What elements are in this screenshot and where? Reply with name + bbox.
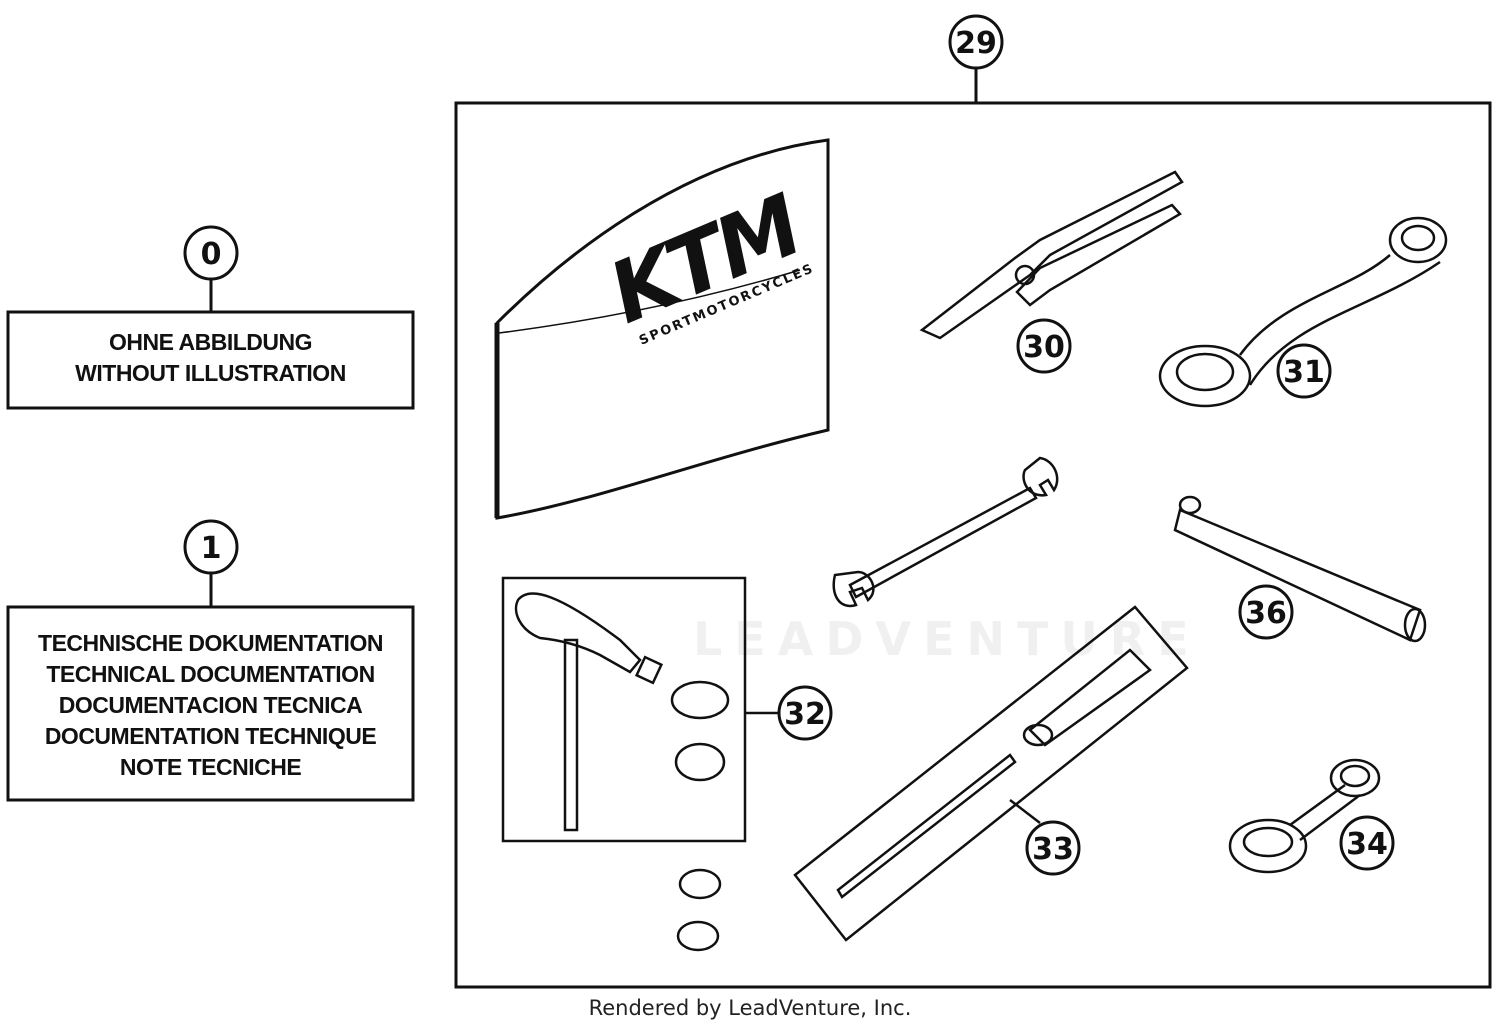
box-1-line: DOCUMENTACION TECNICA xyxy=(58,692,363,718)
callout-circle-31 xyxy=(1276,343,1332,399)
ring-spanner-icon xyxy=(1158,216,1448,408)
small-ring-wrench-icon xyxy=(1228,758,1381,874)
open-end-wrench-icon xyxy=(832,456,1059,608)
box-1-line: TECHNISCHE DOKUMENTATION xyxy=(38,630,383,656)
callout-circle-34 xyxy=(1339,815,1395,871)
callout-label-0: 0 xyxy=(201,237,222,272)
t-handle-kit xyxy=(501,576,747,952)
toolkit-frame xyxy=(454,101,1492,989)
callout-circle-0 xyxy=(183,225,239,281)
callout-label-31: 31 xyxy=(1283,355,1325,390)
callout-label-34: 34 xyxy=(1346,827,1388,862)
screwdriver-kit xyxy=(793,605,1189,942)
callout-label-33: 33 xyxy=(1032,832,1074,867)
callout-label-29: 29 xyxy=(955,26,997,61)
socket-tube-icon xyxy=(1173,495,1427,643)
box-0-line: OHNE ABBILDUNG xyxy=(109,329,312,355)
callout-circle-30 xyxy=(1016,318,1072,374)
callout-label-30: 30 xyxy=(1023,330,1065,365)
watermark: LEADVENTURE xyxy=(693,612,1201,666)
callout-label-32: 32 xyxy=(784,697,826,732)
box-1-line: TECHNICAL DOCUMENTATION xyxy=(46,661,375,687)
footer-credit: Rendered by LeadVenture, Inc. xyxy=(588,996,912,1020)
callout-circle-33 xyxy=(1025,820,1081,876)
tool-folder xyxy=(494,138,830,520)
callout-circle-36 xyxy=(1238,584,1294,640)
callout-label-1: 1 xyxy=(201,531,222,566)
box-1-text: TECHNISCHE DOKUMENTATION TECHNICAL DOCUM… xyxy=(8,628,413,783)
box-1-line: NOTE TECNICHE xyxy=(119,754,302,780)
box-0-text: OHNE ABBILDUNG WITHOUT ILLUSTRATION xyxy=(8,327,413,389)
box-1-line: DOCUMENTATION TECHNIQUE xyxy=(44,723,377,749)
box-0-line: WITHOUT ILLUSTRATION xyxy=(75,360,346,386)
callout-circle-1 xyxy=(183,519,239,575)
pliers-icon xyxy=(919,170,1184,340)
callout-circle-29 xyxy=(948,14,1004,70)
callout-label-36: 36 xyxy=(1245,596,1287,631)
